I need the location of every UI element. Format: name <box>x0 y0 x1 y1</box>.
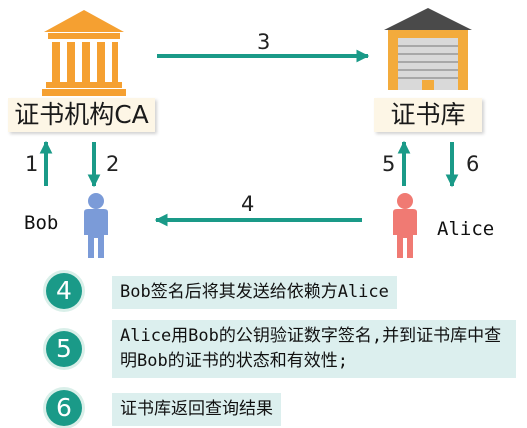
arrow-5-number: 5 <box>382 152 396 176</box>
alice-label: Alice <box>437 218 495 240</box>
step-6-badge: 6 <box>46 390 82 426</box>
step-4-badge: 4 <box>46 273 82 309</box>
step-4-text: Bob签名后将其发送给依赖方Alice <box>112 276 397 309</box>
alice-person-icon <box>393 193 417 258</box>
arrow-2-number: 2 <box>106 152 120 176</box>
step-5-badge: 5 <box>46 331 82 367</box>
arrow-3-number: 3 <box>257 30 271 54</box>
bob-person-icon <box>84 193 108 258</box>
bob-label: Bob <box>24 212 59 234</box>
bank-building-icon <box>42 10 126 96</box>
arrow-4-number: 4 <box>241 192 255 216</box>
cert-store-label: 证书库 <box>374 98 482 132</box>
ca-label: 证书机构CA <box>8 98 155 132</box>
arrow-6-number: 6 <box>466 152 480 176</box>
step-5-text: Alice用Bob的公钥验证数字签名,并到证书库中查明Bob的证书的状态和有效性… <box>112 320 516 378</box>
arrow-1-number: 1 <box>25 152 39 176</box>
warehouse-icon <box>384 8 472 90</box>
step-6-text: 证书库返回查询结果 <box>112 393 281 426</box>
